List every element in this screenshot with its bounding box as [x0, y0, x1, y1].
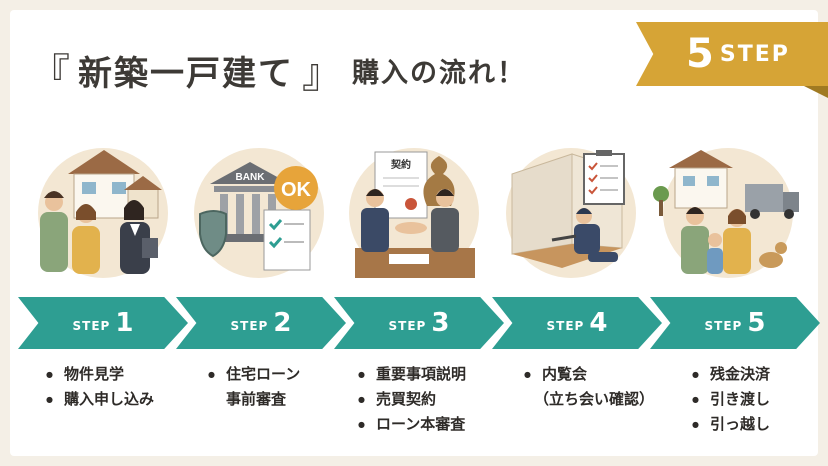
- step-2-label: STEP: [230, 319, 269, 333]
- bank-icon: BANK OK: [199, 162, 318, 271]
- illustration-inspection: [506, 148, 636, 278]
- step-3-items: 重要事項説明 売買契約 ローン本審査: [358, 362, 466, 437]
- step-1-items: 物件見学 購入申し込み: [46, 362, 154, 412]
- step-5-label: STEP: [704, 319, 743, 333]
- illustration-move-in: [653, 148, 799, 278]
- title-rest: 購入の流れ！: [352, 57, 526, 89]
- illustration-house-viewing: [38, 148, 168, 278]
- step-2-arrow: STEP 2: [176, 297, 346, 349]
- list-item: 内覧会: [524, 362, 654, 387]
- step-count-ribbon: [636, 22, 828, 86]
- step-2-items: 住宅ローン 事前審査: [208, 362, 300, 412]
- list-item: 購入申し込み: [46, 387, 154, 412]
- title-close-bracket: 』: [302, 51, 342, 97]
- step-1-arrow: STEP 1: [18, 297, 188, 349]
- ribbon-text: 5 STEP: [686, 28, 790, 80]
- step-5-items: 残金決済 引き渡し 引っ越し: [692, 362, 770, 437]
- step-4-items: 内覧会 （立ち会い確認）: [524, 362, 654, 412]
- step-1-label: STEP: [72, 319, 111, 333]
- step-3-label: STEP: [388, 319, 427, 333]
- ribbon-label: STEP: [719, 41, 790, 67]
- bank-sign: BANK: [236, 172, 266, 183]
- list-item: 物件見学: [46, 362, 154, 387]
- contract-label: 契約: [391, 158, 411, 171]
- list-item: 引っ越し: [692, 412, 770, 437]
- step-1-number: 1: [115, 308, 134, 338]
- list-item: 事前審査: [226, 390, 287, 408]
- page-title: 『 新築一戸建て 』 購入の流れ！: [30, 40, 526, 100]
- illustration-bank: BANK OK: [194, 148, 324, 278]
- move-in-icon: [653, 150, 799, 274]
- step-3-number: 3: [431, 308, 450, 338]
- step-2-number: 2: [273, 308, 292, 338]
- step-5-arrow: STEP 5: [650, 297, 820, 349]
- ok-badge: OK: [281, 179, 312, 201]
- step-5-number: 5: [747, 308, 766, 338]
- step-3-arrow: STEP 3: [334, 297, 504, 349]
- inspection-icon: [511, 150, 625, 268]
- list-item: 残金決済: [692, 362, 770, 387]
- contract-icon: 契約: [355, 151, 475, 278]
- list-item: （立ち会い確認）: [534, 390, 655, 408]
- step-4-number: 4: [589, 308, 608, 338]
- illustration-contract: 契約: [349, 148, 479, 278]
- step-4-label: STEP: [546, 319, 585, 333]
- title-main: 新築一戸建て: [78, 53, 294, 94]
- list-item: ローン本審査: [358, 412, 466, 437]
- house-viewing-icon: [40, 150, 162, 274]
- list-item: 引き渡し: [692, 387, 770, 412]
- step-4-arrow: STEP 4: [492, 297, 662, 349]
- list-item: 住宅ローン: [208, 362, 300, 387]
- list-item: 売買契約: [358, 387, 466, 412]
- title-open-bracket: 『: [30, 51, 70, 97]
- list-item: 重要事項説明: [358, 362, 466, 387]
- ribbon-number: 5: [686, 31, 714, 77]
